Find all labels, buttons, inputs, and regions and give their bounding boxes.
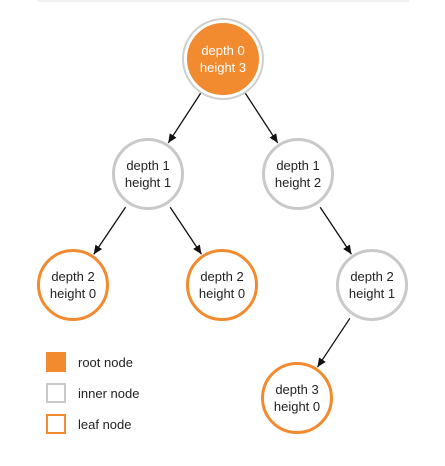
node-depth-label: depth 1 (126, 158, 170, 173)
tree-node-inner: depth 1 height 2 (262, 138, 334, 210)
node-depth-label: depth 0 (201, 43, 245, 58)
root-swatch-icon (46, 352, 66, 372)
legend-label: root node (78, 354, 133, 370)
node-height-label: height 0 (273, 399, 321, 414)
legend-leaf: leaf node (46, 414, 132, 434)
node-depth-label: depth 2 (51, 269, 95, 284)
node-height-label: height 2 (274, 175, 322, 190)
legend-label: leaf node (78, 416, 132, 432)
node-height-label: height 3 (199, 60, 247, 75)
node-depth-label: depth 3 (275, 382, 319, 397)
tree-node-leaf: depth 2 height 0 (37, 249, 109, 321)
node-depth-label: depth 2 (200, 269, 244, 284)
top-divider (37, 0, 409, 2)
tree-node-leaf: depth 3 height 0 (261, 362, 333, 434)
node-height-label: height 1 (348, 286, 396, 301)
edge-arrow (316, 317, 351, 368)
node-height-label: height 0 (198, 286, 246, 301)
edge-arrow (93, 206, 127, 255)
legend-label: inner node (78, 385, 140, 401)
tree-node-leaf: depth 2 height 0 (186, 249, 258, 321)
edge-arrow (319, 206, 353, 255)
edge-arrow (169, 206, 203, 255)
legend-root: root node (46, 352, 133, 372)
node-depth-label: depth 1 (276, 158, 320, 173)
edge-arrow (244, 92, 279, 144)
node-height-label: height 0 (49, 286, 97, 301)
tree-node-inner: depth 1 height 1 (112, 138, 184, 210)
leaf-swatch-icon (46, 414, 66, 434)
tree-node-inner: depth 2 height 1 (336, 249, 408, 321)
tree-node-root: depth 0 height 3 (187, 23, 259, 95)
legend-inner: inner node (46, 383, 139, 403)
node-depth-label: depth 2 (350, 269, 394, 284)
inner-swatch-icon (46, 383, 66, 403)
edge-arrow (167, 92, 202, 144)
node-height-label: height 1 (124, 175, 172, 190)
